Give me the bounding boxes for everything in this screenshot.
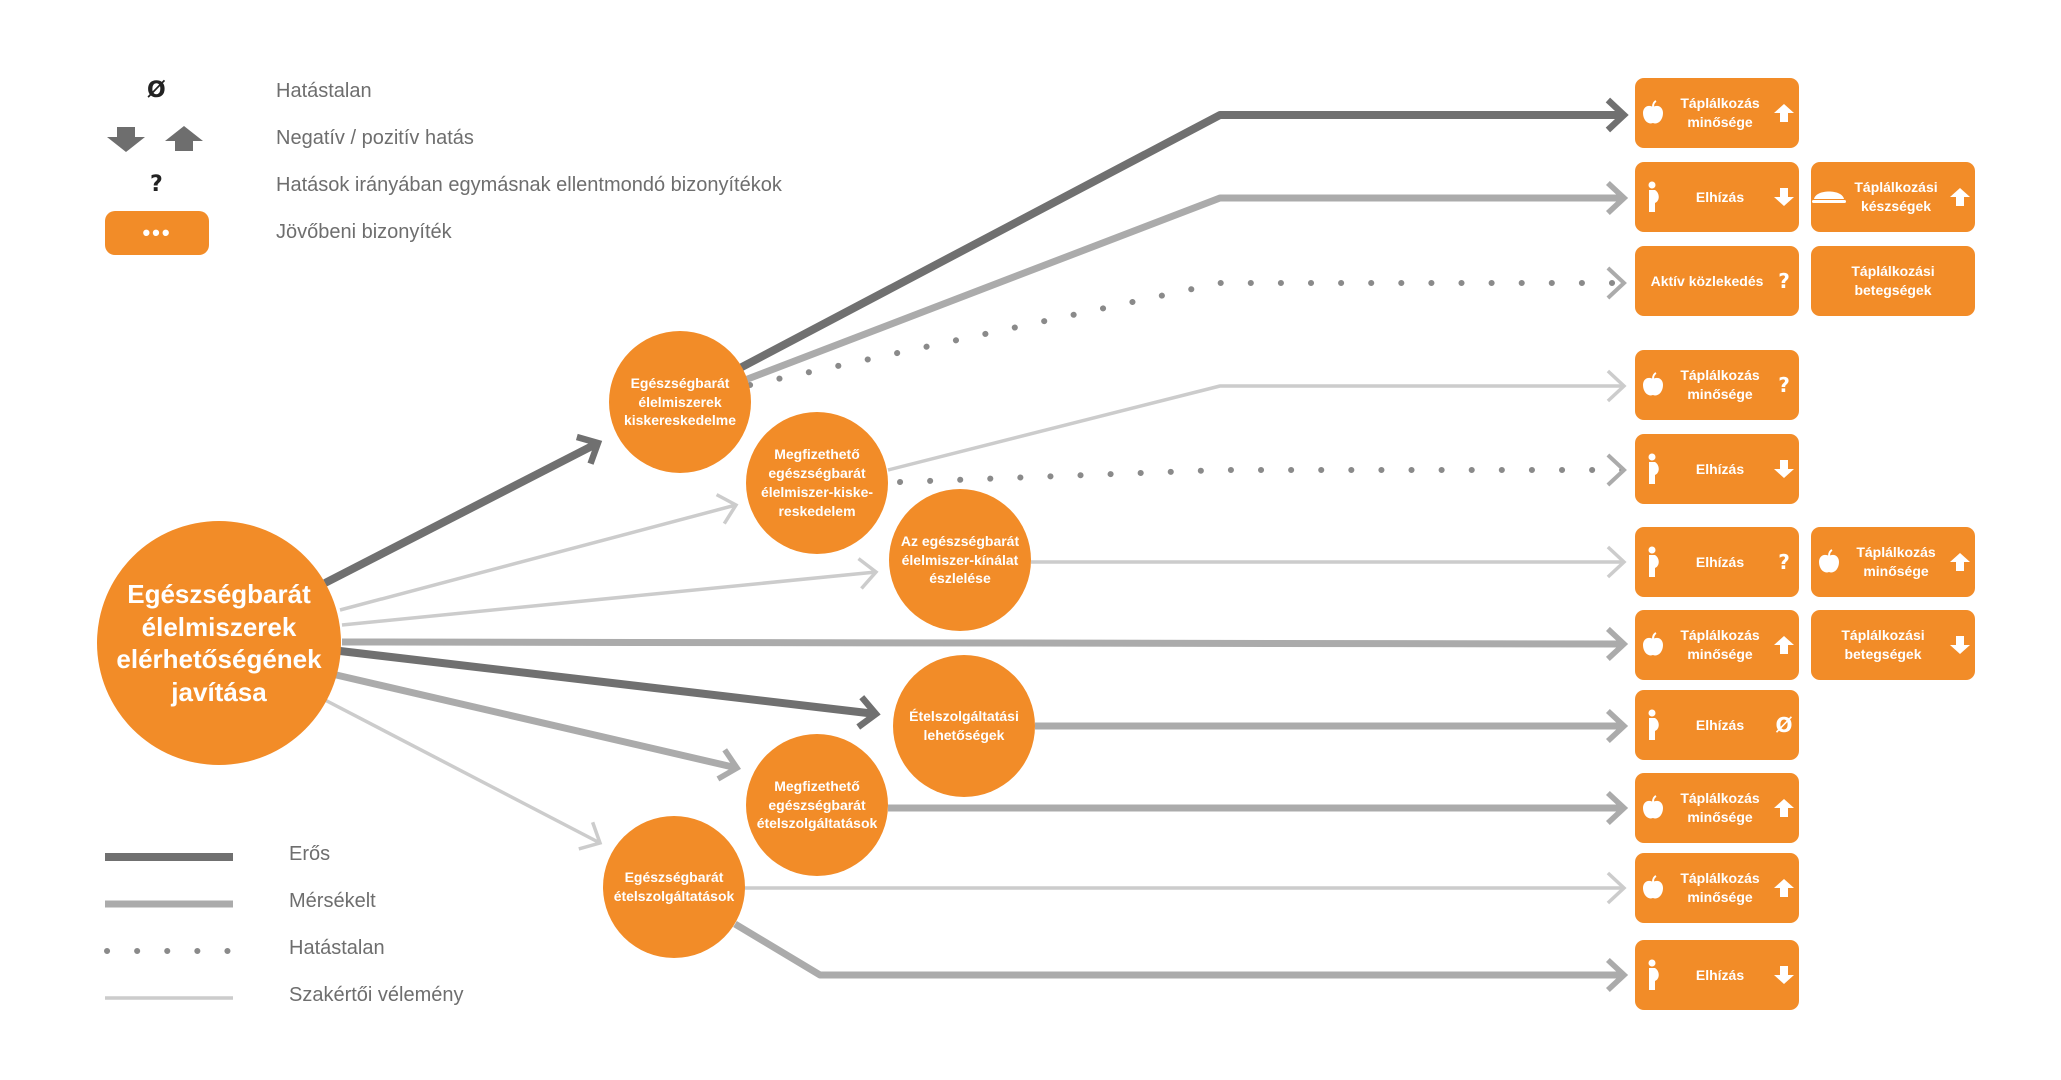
edge-affordable-retail-to-diet-quality-2-arrowhead — [1606, 369, 1627, 403]
outcome-diet-quality-2: Táplálkozás minősége ? — [1635, 350, 1799, 420]
node-affordable-retail: Megfizethető egészségbarát élelmiszer-ki… — [746, 412, 888, 554]
outcome-obesity-5: Elhízás — [1635, 940, 1799, 1010]
effect-up-icon — [1945, 187, 1975, 207]
outcome-diet-quality-4: Táplálkozás minősége — [1635, 610, 1799, 680]
effect-down-icon — [1945, 635, 1975, 655]
node-affordable-food-service: Megfizethető egészségbarát ételszolgálta… — [746, 734, 888, 876]
edge-retail-to-obesity-1 — [743, 194, 1624, 384]
dish-icon — [1811, 187, 1847, 207]
effect-up-icon — [1945, 552, 1975, 572]
arrow-up-icon — [165, 126, 203, 151]
apple-icon — [1811, 549, 1847, 575]
node-healthy-food-service: Egészségbarát ételszolgáltatások — [603, 816, 745, 958]
effect-question-symbol: ? — [1778, 372, 1790, 397]
edge-main-to-retail — [323, 439, 600, 587]
edge-retail-to-active-transport-arrowhead — [1606, 266, 1627, 300]
edge-main-to-perception — [341, 570, 877, 627]
apple-icon — [1635, 875, 1671, 901]
apple-icon — [1635, 632, 1671, 658]
edge-main-to-healthy-food-service-arrowhead — [578, 821, 603, 851]
legend-expert-label: Szakértői vélemény — [289, 984, 464, 1006]
node-perception: Az egészségbarát élelmiszer-kínálat észl… — [889, 489, 1031, 631]
effect-up-icon — [1769, 103, 1799, 123]
edge-healthy-food-service-to-obesity-5 — [733, 920, 1624, 979]
outcome-diet-quality-1: Táplálkozás minősége — [1635, 78, 1799, 148]
edge-main-to-food-service-options — [339, 647, 877, 718]
apple-icon — [1635, 795, 1671, 821]
apple-icon — [1635, 372, 1671, 398]
edge-retail-to-active-transport — [747, 280, 1627, 388]
effect-up-icon — [1769, 878, 1799, 898]
outcome-diet-quality-6: Táplálkozás minősége — [1635, 853, 1799, 923]
legend-future-label: Jövőbeni bizonyíték — [276, 221, 452, 243]
outcome-active-transport: Aktív közlekedés ? — [1635, 246, 1799, 316]
effect-down-icon — [1769, 965, 1799, 985]
apple-icon — [1635, 100, 1671, 126]
outcome-nutrition-skills: Táplálkozási készségek — [1811, 162, 1975, 232]
edge-food-service-options-to-obesity-4-arrowhead — [1605, 708, 1629, 744]
edge-retail-to-diet-quality-1-arrowhead — [1605, 97, 1629, 133]
person-icon — [1635, 959, 1671, 991]
edge-main-to-retail-arrowhead — [575, 433, 603, 465]
edge-affordable-retail-to-diet-quality-2 — [887, 384, 1624, 472]
person-icon — [1635, 453, 1671, 485]
edge-main-to-affordable-food-service — [331, 670, 738, 772]
legend-null-label: Hatástalan — [276, 80, 372, 102]
legend-arrow-icons — [105, 124, 210, 154]
edge-affordable-food-service-to-diet-quality-5-arrowhead — [1605, 790, 1629, 826]
outcome-nutrition-diseases-1: Táplálkozási betegségek — [1811, 246, 1975, 316]
edge-healthy-food-service-to-obesity-5-arrowhead — [1605, 957, 1629, 993]
legend-future-pill: ••• — [105, 211, 209, 255]
outcome-obesity-2: Elhízás — [1635, 434, 1799, 504]
edge-affordable-retail-to-obesity-2 — [897, 467, 1627, 485]
edge-main-to-healthy-food-service — [324, 698, 601, 845]
outcome-nutrition-diseases-2: Táplálkozási betegségek — [1811, 610, 1975, 680]
effect-null-symbol: Ø — [1775, 712, 1793, 737]
legend-null-symbol: Ø — [147, 78, 166, 103]
outcome-obesity-1: Elhízás — [1635, 162, 1799, 232]
effect-up-icon — [1769, 635, 1799, 655]
outcome-diet-quality-3: Táplálkozás minősége — [1811, 527, 1975, 597]
effect-question-symbol: ? — [1778, 268, 1790, 293]
arrow-down-icon — [107, 127, 145, 152]
legend-contradictory-label: Hatások irányában egymásnak ellentmondó … — [276, 174, 782, 196]
person-icon — [1635, 709, 1671, 741]
effect-down-icon — [1769, 187, 1799, 207]
node-food-service-options: Ételszolgáltatási lehetőségek — [893, 655, 1035, 797]
effect-down-icon — [1769, 459, 1799, 479]
edge-retail-to-diet-quality-1 — [738, 111, 1624, 372]
edge-perception-to-obesity-3-arrowhead — [1606, 545, 1627, 579]
node-healthy-retail: Egészségbarát élelmiszerek kiskereskedel… — [609, 331, 751, 473]
edge-main-to-perception-arrowhead — [857, 557, 879, 590]
person-icon — [1635, 181, 1671, 213]
edge-main-to-diet-quality-4 — [341, 638, 1625, 648]
edge-main-to-food-service-options-arrowhead — [856, 695, 881, 730]
effect-up-icon — [1769, 798, 1799, 818]
edge-retail-to-obesity-1-arrowhead — [1605, 180, 1629, 216]
edge-healthy-food-service-to-diet-quality-6-arrowhead — [1606, 871, 1627, 905]
outcome-obesity-3: Elhízás ? — [1635, 527, 1799, 597]
outcome-diet-quality-5: Táplálkozás minősége — [1635, 773, 1799, 843]
legend-strong-label: Erős — [289, 843, 331, 865]
edge-main-to-affordable-retail — [339, 503, 737, 612]
outcome-obesity-4: Elhízás Ø — [1635, 690, 1799, 760]
edge-main-to-affordable-retail-arrowhead — [715, 493, 739, 525]
main-node: Egészségbarát élelmiszerek elérhetőségén… — [97, 521, 341, 765]
legend-question-symbol: ? — [150, 172, 163, 197]
edge-affordable-retail-to-obesity-2-arrowhead — [1606, 453, 1627, 487]
edge-main-to-diet-quality-4-arrowhead — [1605, 626, 1629, 662]
person-icon — [1635, 546, 1671, 578]
legend-effect-label: Negatív / pozitív hatás — [276, 127, 474, 149]
legend-moderate-label: Mérsékelt — [289, 890, 376, 912]
legend-ineffective-label: Hatástalan — [289, 937, 385, 959]
effect-question-symbol: ? — [1778, 549, 1790, 574]
edge-main-to-affordable-food-service-arrowhead — [716, 748, 742, 782]
